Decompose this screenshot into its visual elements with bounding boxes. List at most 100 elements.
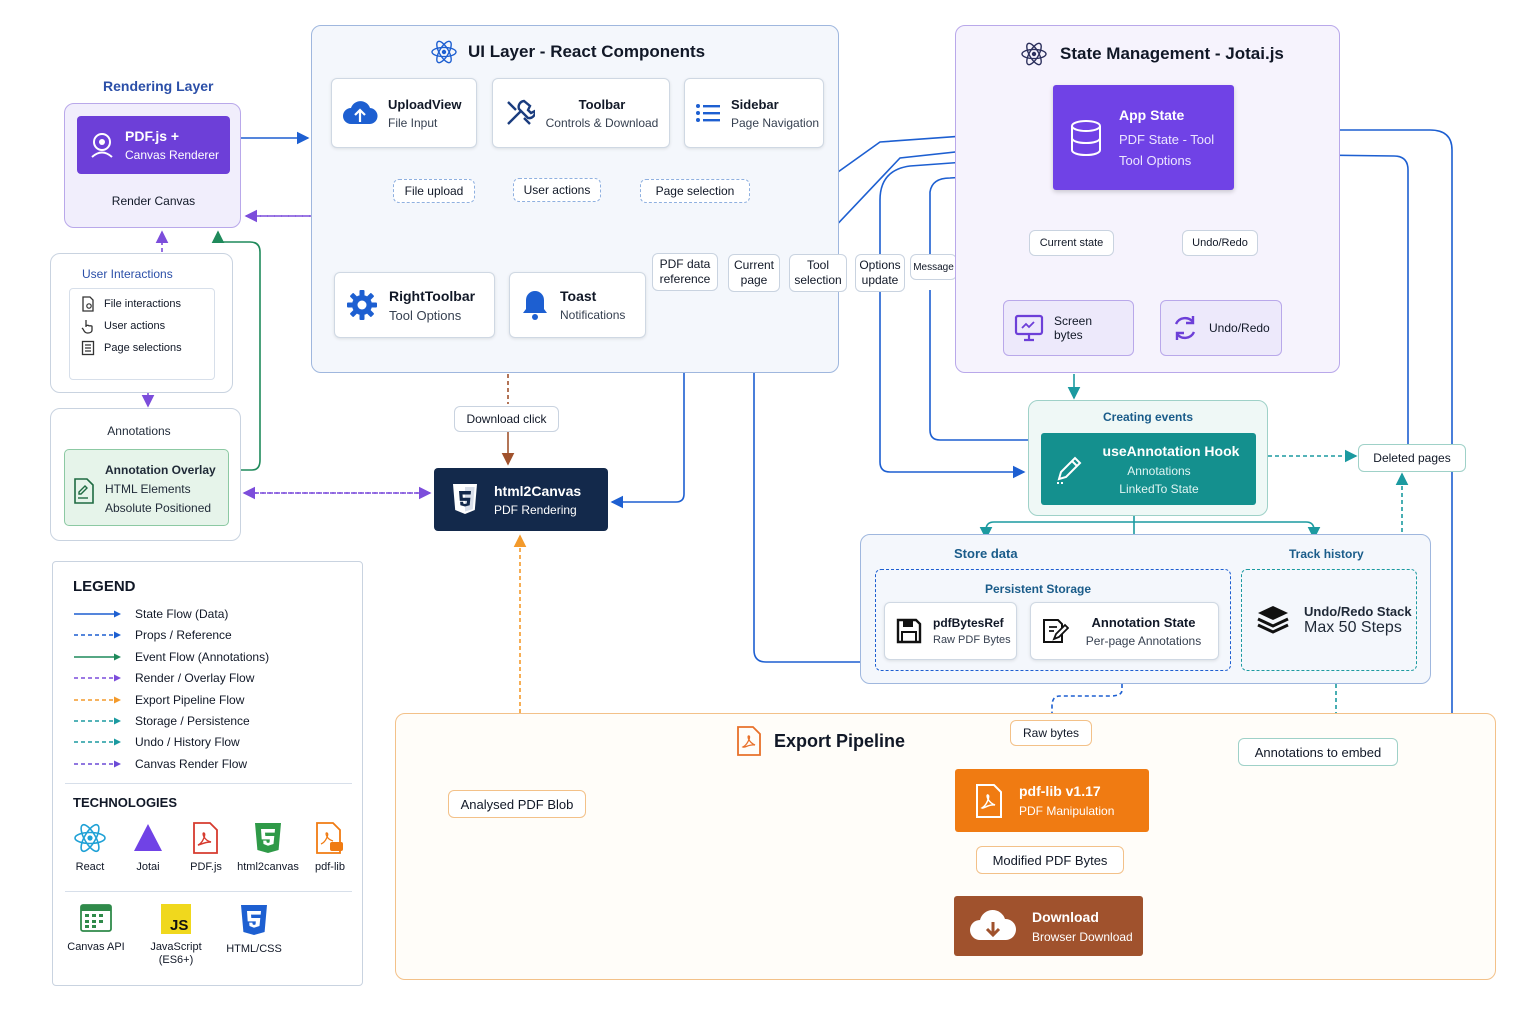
- tool-selection-label: Tool selection: [789, 254, 847, 292]
- deleted-pages-label: Deleted pages: [1358, 444, 1466, 472]
- page-selection-label: Page selection: [640, 179, 750, 203]
- useannotation-hook-card[interactable]: useAnnotation Hook Annotations LinkedTo …: [1041, 433, 1256, 505]
- annotation-overlay-line3: Absolute Positioned: [105, 501, 212, 515]
- list-item[interactable]: File interactions: [80, 293, 204, 315]
- list-item[interactable]: Page selections: [80, 337, 204, 359]
- hand-pointer-icon: [81, 320, 93, 334]
- useannotation-hook-line2: Annotations: [1127, 464, 1191, 478]
- app-state-card[interactable]: App State PDF State - Tool Tool Options: [1053, 85, 1234, 190]
- file-upload-label: File upload: [393, 179, 475, 203]
- pdfjs-subtitle: Canvas Renderer: [125, 148, 220, 162]
- persistent-storage-title: Persistent Storage: [984, 582, 1092, 596]
- store-data-panel: Store data Track history Persistent Stor…: [860, 534, 1431, 684]
- useannotation-hook-line3: LinkedTo State: [1119, 482, 1199, 496]
- tech-label: html2canvas: [237, 861, 299, 873]
- pdf-lib-file-icon: [316, 822, 343, 854]
- stack-layers-icon: [1256, 604, 1290, 636]
- html2canvas-card[interactable]: html2Canvas PDF Rendering: [434, 468, 608, 531]
- tools-icon: [503, 97, 535, 129]
- tech-react: React: [55, 822, 125, 874]
- undo-redo-flow-label: Undo/Redo: [1182, 230, 1258, 256]
- download-subtitle: Browser Download: [1032, 929, 1133, 944]
- tech-jotai: Jotai: [113, 822, 183, 874]
- righttoolbar-subtitle: Tool Options: [389, 307, 462, 323]
- screen-bytes-card[interactable]: Screen bytes: [1003, 300, 1134, 356]
- righttoolbar-title: RightToolbar: [389, 287, 476, 304]
- tech-pdf-lib: pdf-lib: [295, 822, 365, 874]
- undo-redo-card[interactable]: Undo/Redo: [1160, 300, 1282, 356]
- legend-line-sample: [74, 760, 121, 768]
- legend-item: State Flow (Data): [73, 605, 228, 623]
- download-card[interactable]: Download Browser Download: [954, 896, 1143, 956]
- pdf-data-reference-label: PDF data reference: [652, 253, 718, 291]
- refresh-icon: [1171, 313, 1199, 343]
- tool-selection-line1: Tool: [806, 258, 829, 272]
- toolbar-subtitle: Controls & Download: [545, 115, 659, 130]
- rendering-layer-title: Rendering Layer: [103, 78, 214, 94]
- list-icon: [695, 102, 721, 124]
- track-history-title: Track history: [1289, 547, 1364, 561]
- canvas-grid-icon: [80, 904, 112, 932]
- annotation-overlay-title: Annotation Overlay: [105, 463, 216, 477]
- floppy-disk-icon: [895, 617, 923, 645]
- legend-item: Render / Overlay Flow: [73, 669, 254, 687]
- legend-item: Event Flow (Annotations): [73, 648, 269, 666]
- user-interaction-label: Page selections: [104, 342, 182, 354]
- rendering-layer-panel: PDF.js + Canvas Renderer Render Canvas: [64, 103, 241, 228]
- tech-label: Jotai: [136, 861, 160, 873]
- download-click-label: Download click: [454, 406, 559, 432]
- pdfbytesref-title: pdfBytesRef: [933, 616, 1004, 630]
- app-state-title: App State: [1119, 107, 1185, 123]
- document-edit-icon: [74, 478, 94, 504]
- annotation-state-subtitle: Per-page Annotations: [1085, 633, 1202, 648]
- technologies-title: TECHNOLOGIES: [73, 795, 178, 810]
- tech-html-css: HTML/CSS: [219, 904, 289, 956]
- legend-item: Export Pipeline Flow: [73, 691, 244, 709]
- legend-panel: LEGEND State Flow (Data)Props / Referenc…: [52, 561, 363, 986]
- raw-bytes-label: Raw bytes: [1010, 720, 1092, 746]
- pdf-data-reference-line1: PDF data: [659, 257, 711, 271]
- analysed-pdf-blob-label: Analysed PDF Blob: [448, 790, 586, 818]
- legend-line-sample: [74, 696, 121, 704]
- cloud-upload-icon: [342, 98, 378, 128]
- current-page-line1: Current: [733, 258, 774, 272]
- html2canvas-subtitle: PDF Rendering: [494, 502, 577, 517]
- pdfjs-renderer-card[interactable]: PDF.js + Canvas Renderer: [77, 116, 230, 174]
- legend-item-label: Export Pipeline Flow: [135, 692, 245, 707]
- tech-label: JavaScript (ES6+): [150, 941, 202, 966]
- app-state-line3: Tool Options: [1119, 153, 1192, 168]
- tech-pdfjs: PDF.js: [171, 822, 241, 874]
- legend-item: Undo / History Flow: [73, 733, 240, 751]
- annotations-panel: Annotations Annotation Overlay HTML Elem…: [50, 408, 241, 541]
- gear-icon: [345, 288, 379, 322]
- sidebar-title: Sidebar: [731, 96, 779, 112]
- pencil-icon: [1057, 456, 1082, 484]
- list-item[interactable]: User actions: [80, 315, 204, 337]
- annotation-overlay-card[interactable]: Annotation Overlay HTML Elements Absolut…: [64, 449, 229, 526]
- toast-subtitle: Notifications: [560, 308, 626, 322]
- uploadview-subtitle: File Input: [388, 115, 438, 130]
- legend-line-sample: [74, 610, 121, 618]
- tech-label: Canvas API: [67, 941, 125, 953]
- pdf-document-icon: [975, 783, 1003, 818]
- pdf-lib-title: pdf-lib v1.17: [1019, 783, 1101, 799]
- pdf-data-reference-line2: reference: [659, 272, 711, 286]
- javascript-logo-icon: JS: [161, 904, 191, 934]
- tech-label: pdf-lib: [315, 861, 345, 873]
- toolbar-title: Toolbar: [578, 96, 626, 112]
- app-state-line2: PDF State - Tool: [1119, 132, 1215, 147]
- legend-item-label: Canvas Render Flow: [135, 756, 248, 771]
- pdfjs-file-icon: [193, 822, 218, 854]
- user-interaction-label: User actions: [104, 320, 166, 332]
- tech-label: PDF.js: [190, 861, 222, 873]
- message-label: Message: [910, 254, 957, 280]
- pdf-lib-card[interactable]: pdf-lib v1.17 PDF Manipulation: [955, 769, 1149, 832]
